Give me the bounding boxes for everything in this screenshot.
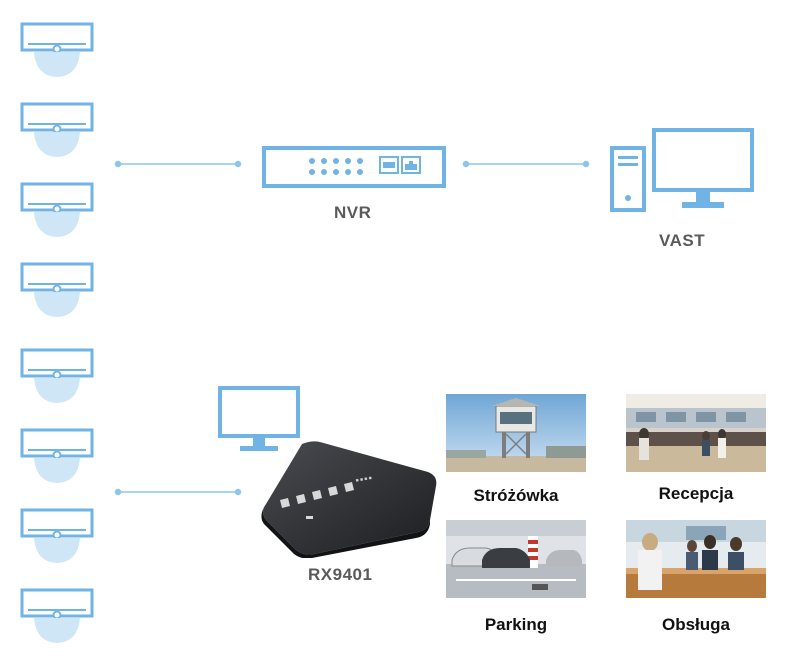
dome-camera-icon [20, 22, 94, 85]
dome-camera-icon [20, 262, 94, 325]
nvr-label: NVR [334, 203, 372, 222]
svg-text:■ ■ ■ ■: ■ ■ ■ ■ [355, 475, 372, 484]
desktop-computer-icon [608, 126, 758, 217]
service-desk-caption: Obsługa [661, 615, 730, 634]
dome-camera-icon [20, 588, 94, 651]
vast-label: VAST [659, 231, 706, 250]
dome-camera-icon [20, 428, 94, 491]
dome-camera-icon [20, 182, 94, 245]
reception-caption: Recepcja [658, 484, 734, 503]
guard-tower-photo [446, 394, 586, 472]
dome-camera-icon [20, 348, 94, 411]
guard-tower-caption: Stróżówka [473, 486, 559, 505]
reception-photo [626, 394, 766, 472]
dome-camera-icon [20, 102, 94, 165]
rx-label: RX9401 [308, 565, 373, 584]
dome-camera-icon [20, 508, 94, 571]
nvr-recorder-icon [262, 140, 446, 193]
parking-caption: Parking [484, 615, 548, 634]
monitor-icon [216, 384, 302, 459]
service-desk-photo [626, 520, 766, 598]
parking-photo [446, 520, 586, 598]
rx-box-icon: ■ ■ ■ ■ [258, 438, 440, 563]
